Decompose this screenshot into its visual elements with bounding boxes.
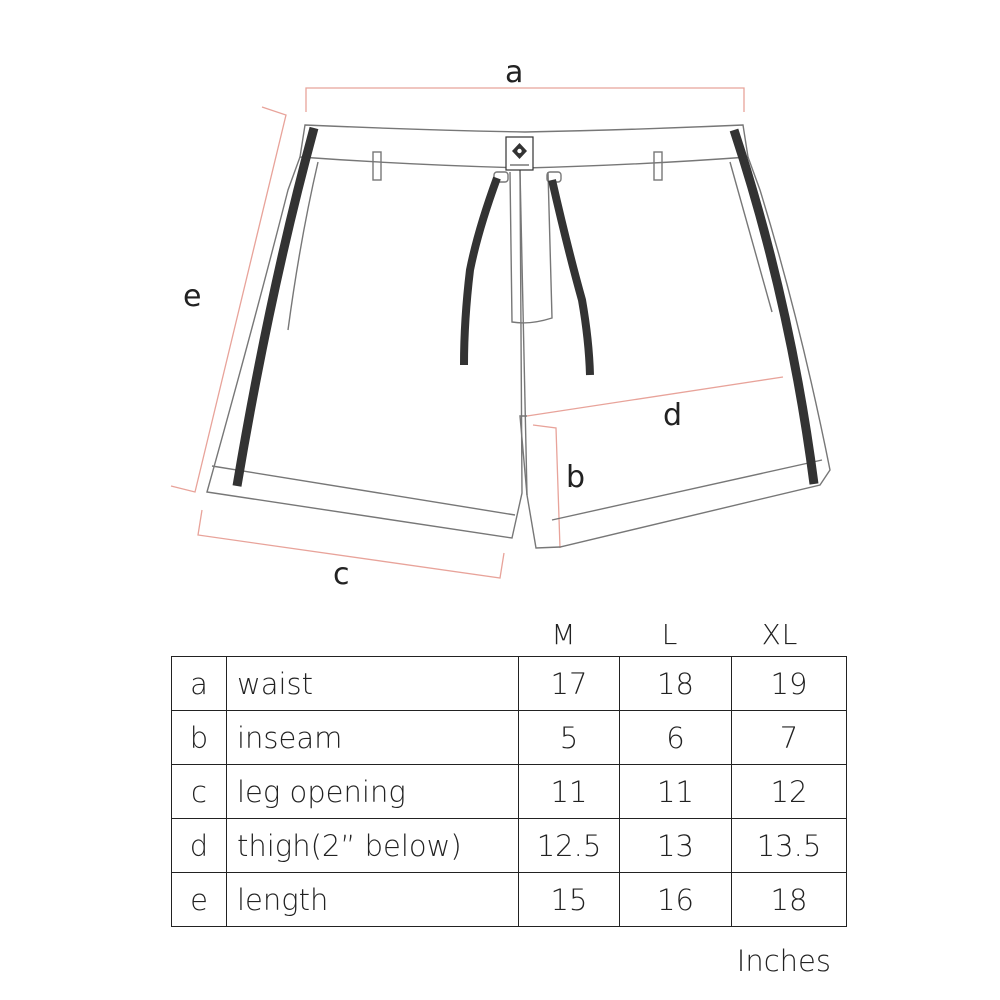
belt-loop-left bbox=[372, 151, 382, 181]
measure-line-b bbox=[532, 424, 561, 549]
table-row: e length 15 16 18 bbox=[171, 872, 847, 927]
row-value-xl: 7 bbox=[731, 710, 847, 765]
row-measurement-name: length bbox=[226, 872, 519, 927]
label-d: d bbox=[663, 398, 682, 433]
waistband bbox=[299, 124, 749, 169]
measure-line-e bbox=[170, 106, 287, 493]
right-pocket bbox=[729, 161, 773, 313]
drawstring-left bbox=[460, 176, 501, 366]
row-value-l: 11 bbox=[619, 764, 732, 819]
drawstring-right bbox=[548, 179, 594, 376]
side-stripes bbox=[232, 126, 819, 487]
left-hem bbox=[211, 465, 516, 516]
table-row: b inseam 5 6 7 bbox=[171, 710, 847, 765]
measure-line-d bbox=[526, 376, 784, 417]
right-leg bbox=[519, 156, 831, 549]
units-label: Inches bbox=[736, 944, 831, 978]
measure-line-c bbox=[197, 509, 505, 579]
row-value-xl: 19 bbox=[731, 656, 847, 711]
row-value-xl: 18 bbox=[731, 872, 847, 927]
measure-line-a bbox=[305, 87, 745, 112]
shorts-outline bbox=[206, 124, 831, 549]
label-b: b bbox=[566, 460, 585, 495]
row-measurement-name: thigh(2” below) bbox=[226, 818, 519, 873]
table-row: c leg opening 11 11 12 bbox=[171, 764, 847, 819]
size-chart-table: a waist 17 18 19 b inseam 5 6 7 c leg op… bbox=[171, 656, 847, 927]
row-key: c bbox=[171, 764, 227, 819]
row-value-l: 18 bbox=[619, 656, 732, 711]
label-e: e bbox=[183, 279, 201, 314]
right-hem bbox=[551, 459, 823, 521]
row-measurement-name: leg opening bbox=[226, 764, 519, 819]
row-value-l: 6 bbox=[619, 710, 732, 765]
stripe-right bbox=[729, 128, 819, 485]
row-key: d bbox=[171, 818, 227, 873]
shorts-diagram: a e d b c bbox=[170, 55, 831, 592]
label-a: a bbox=[505, 55, 523, 90]
row-value-m: 15 bbox=[518, 872, 620, 927]
row-key: a bbox=[171, 656, 227, 711]
left-pocket bbox=[287, 161, 319, 331]
row-value-m: 17 bbox=[518, 656, 620, 711]
row-key: b bbox=[171, 710, 227, 765]
fly bbox=[509, 171, 553, 324]
row-key: e bbox=[171, 872, 227, 927]
row-value-xl: 13.5 bbox=[731, 818, 847, 873]
row-value-m: 11 bbox=[518, 764, 620, 819]
belt-loop-right bbox=[653, 151, 663, 181]
measurement-lines bbox=[170, 87, 784, 579]
row-value-l: 16 bbox=[619, 872, 732, 927]
row-value-m: 5 bbox=[518, 710, 620, 765]
size-header-l: L bbox=[661, 618, 679, 651]
drawstrings bbox=[460, 176, 594, 376]
table-row: a waist 17 18 19 bbox=[171, 656, 847, 711]
table-row: d thigh(2” below) 12.5 13 13.5 bbox=[171, 818, 847, 873]
row-measurement-name: waist bbox=[226, 656, 519, 711]
stripe-left bbox=[232, 126, 319, 487]
inseam-seam bbox=[519, 169, 528, 496]
size-header-m: M bbox=[551, 618, 577, 651]
row-value-m: 12.5 bbox=[518, 818, 620, 873]
label-c: c bbox=[333, 557, 350, 592]
row-measurement-name: inseam bbox=[226, 710, 519, 765]
row-value-l: 13 bbox=[619, 818, 732, 873]
left-leg bbox=[206, 156, 523, 539]
size-header-xl: XL bbox=[761, 618, 799, 651]
row-value-xl: 12 bbox=[731, 764, 847, 819]
brand-tag-icon bbox=[505, 136, 534, 171]
